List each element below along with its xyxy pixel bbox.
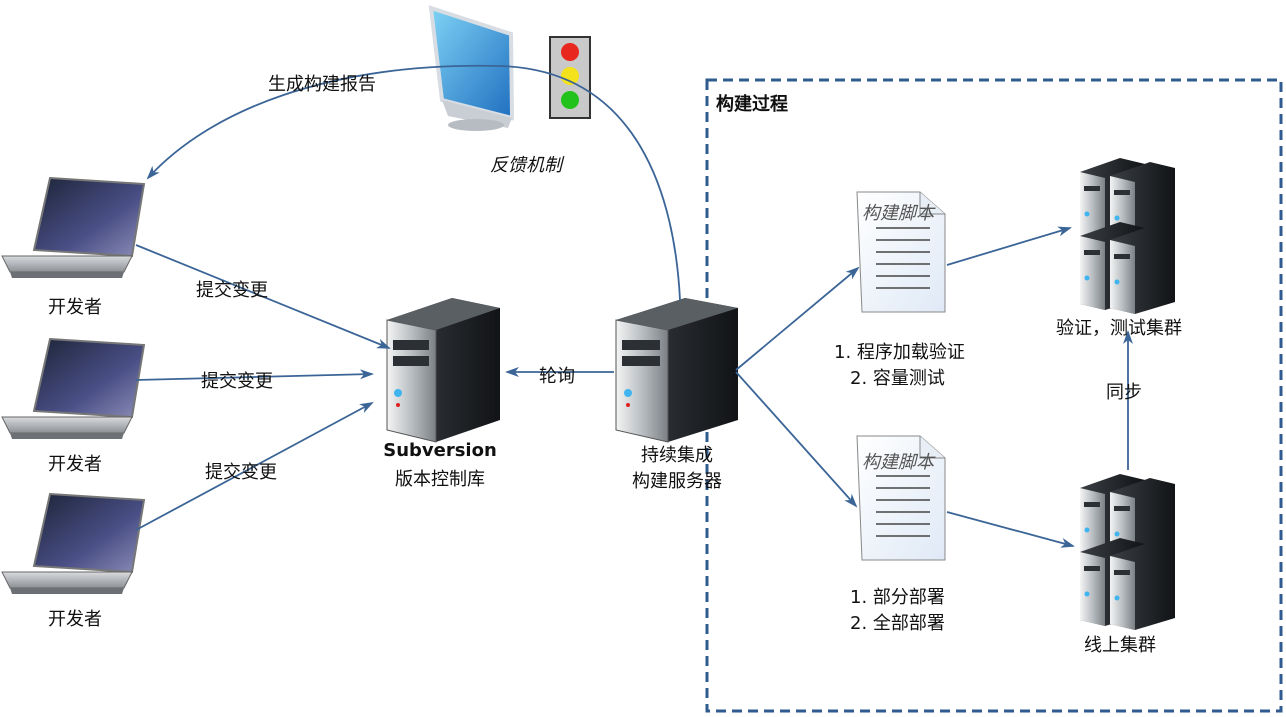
commit-arrow-2 [135, 369, 374, 381]
script2-step1: 1. 部分部署 [850, 587, 945, 608]
ci-line1: 持续集成 [641, 445, 713, 466]
commit-label-2: 提交变更 [201, 371, 273, 392]
ci-to-script2-arrow [735, 371, 858, 508]
developer-3-label: 开发者 [48, 609, 102, 630]
monitor-icon [428, 5, 515, 131]
poll-label: 轮询 [539, 366, 575, 387]
ci-to-script1-arrow [735, 266, 860, 371]
build-process-box [705, 78, 1283, 713]
build-script-2-label: 构建脚本 [862, 452, 934, 473]
prod-cluster-label: 线上集群 [1084, 635, 1156, 656]
developer-1-label: 开发者 [48, 297, 102, 318]
script2-to-prod-arrow [946, 511, 1075, 548]
developer-laptop-3-icon [1, 492, 146, 594]
developer-laptop-1-icon [1, 176, 146, 278]
commit-label-1: 提交变更 [196, 280, 268, 301]
feedback-arrow [146, 64, 681, 301]
test-cluster-icon [1080, 158, 1175, 314]
build-script-1-label: 构建脚本 [862, 203, 934, 224]
prod-cluster-icon [1080, 474, 1175, 630]
script1-to-test-arrow [946, 226, 1072, 266]
feedback-mechanism-label: 反馈机制 [490, 155, 562, 176]
build-script-doc-2-icon [856, 435, 946, 561]
commit-label-3: 提交变更 [205, 462, 277, 483]
commit-arrow-1 [135, 244, 391, 349]
svn-name: Subversion [383, 440, 497, 461]
traffic-light-icon [549, 36, 591, 119]
svn-server-icon [386, 298, 500, 443]
script2-step2: 2. 全部部署 [850, 613, 945, 634]
sync-label: 同步 [1106, 382, 1142, 403]
build-process-title: 构建过程 [716, 94, 788, 115]
ci-line2: 构建服务器 [632, 471, 722, 492]
report-label: 生成构建报告 [268, 74, 376, 95]
commit-arrow-3 [135, 402, 374, 531]
svn-description: 版本控制库 [395, 469, 485, 490]
developer-laptop-2-icon [1, 337, 146, 439]
build-script-doc-1-icon [856, 191, 946, 313]
script1-step2: 2. 容量测试 [850, 368, 945, 389]
test-cluster-label: 验证，测试集群 [1056, 318, 1182, 339]
ci-server-icon [615, 298, 738, 443]
script1-step1: 1. 程序加载验证 [834, 342, 965, 363]
developer-2-label: 开发者 [48, 454, 102, 475]
